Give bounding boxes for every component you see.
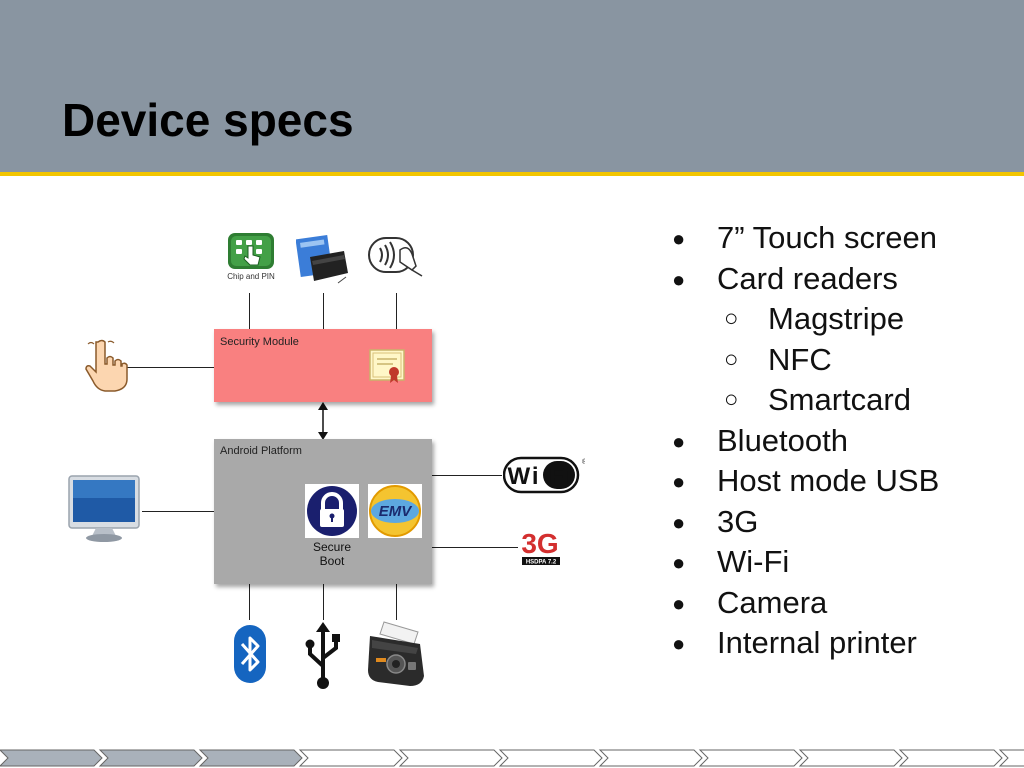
bullet-text: Bluetooth	[717, 423, 848, 458]
filled-bullet-icon: ●	[672, 462, 685, 503]
bullet-item: ○ Smartcard	[670, 380, 1010, 421]
bullet-text: Internal printer	[717, 625, 917, 660]
chip-and-pin-icon: Chip and PIN	[226, 232, 276, 282]
bidirectional-arrow-icon	[316, 402, 330, 440]
monitor-icon	[68, 474, 140, 544]
filled-bullet-icon: ●	[672, 624, 685, 665]
filled-bullet-icon: ●	[672, 543, 685, 584]
wire-touch	[126, 367, 214, 368]
usb-icon	[304, 622, 344, 690]
bullet-item: ● Bluetooth	[670, 421, 1010, 462]
bullet-item: ● Card readers	[670, 259, 1010, 300]
bullet-item: ● Wi-Fi	[670, 542, 1010, 583]
wire-nfc	[396, 293, 397, 329]
bullet-text: 3G	[717, 504, 758, 539]
bullet-text: Magstripe	[768, 301, 904, 336]
svg-text:EMV: EMV	[379, 503, 414, 520]
secure-boot-label: Secure Boot	[304, 540, 360, 568]
progress-chevron	[600, 750, 702, 766]
bullet-text: NFC	[768, 342, 832, 377]
progress-chevron	[200, 750, 302, 766]
svg-text:®: ®	[582, 458, 585, 466]
hollow-bullet-icon: ○	[724, 340, 739, 381]
progress-chevron	[900, 750, 1002, 766]
bullet-text: Card readers	[717, 261, 898, 296]
progress-chevron	[800, 750, 902, 766]
filled-bullet-icon: ●	[672, 503, 685, 544]
footer-progress-chevrons	[0, 748, 1024, 768]
progress-chevron	[0, 750, 102, 766]
bluetooth-icon	[233, 624, 267, 684]
bullet-text: Camera	[717, 585, 827, 620]
bullet-item: ● Camera	[670, 583, 1010, 624]
touch-hand-icon	[84, 338, 128, 394]
bullet-item: ● Host mode USB	[670, 461, 1010, 502]
wire-usb	[323, 584, 324, 620]
wire-3g	[432, 547, 518, 548]
hollow-bullet-icon: ○	[724, 380, 739, 421]
bullet-item: ● 7” Touch screen	[670, 218, 1010, 259]
3g-logo-icon: 3G HSDPA 7.2	[520, 527, 562, 567]
filled-bullet-icon: ●	[672, 260, 685, 301]
printer-icon	[364, 618, 428, 690]
filled-bullet-icon: ●	[672, 422, 685, 463]
wire-printer	[396, 584, 397, 620]
android-platform-label: Android Platform	[220, 445, 302, 457]
svg-text:HSDPA 7.2: HSDPA 7.2	[526, 560, 557, 566]
device-diagram: Security Module Android Platform Secure …	[0, 0, 620, 720]
progress-chevron	[400, 750, 502, 766]
filled-bullet-icon: ●	[672, 584, 685, 625]
bullet-item: ● Internal printer	[670, 623, 1010, 664]
hollow-bullet-icon: ○	[724, 299, 739, 340]
svg-text:3G: 3G	[521, 528, 558, 559]
padlock-icon	[305, 484, 359, 538]
security-module-label: Security Module	[220, 336, 299, 348]
bullet-text: Smartcard	[768, 382, 911, 417]
bullet-text: Host mode USB	[717, 463, 939, 498]
progress-chevron	[700, 750, 802, 766]
progress-chevron	[100, 750, 202, 766]
contactless-nfc-icon	[368, 234, 424, 278]
wire-monitor	[142, 511, 214, 512]
svg-text:Chip and PIN: Chip and PIN	[227, 272, 275, 281]
filled-bullet-icon: ●	[672, 219, 685, 260]
progress-chevron	[300, 750, 402, 766]
progress-chevron	[1000, 750, 1024, 766]
bullet-item: ○ Magstripe	[670, 299, 1010, 340]
wire-bluetooth	[249, 584, 250, 620]
wire-magstripe	[323, 293, 324, 329]
bullet-text: 7” Touch screen	[717, 220, 937, 255]
wifi-inner-white	[545, 463, 575, 489]
magstripe-card-icon	[296, 233, 352, 287]
bullet-item: ● 3G	[670, 502, 1010, 543]
bullet-item: ○ NFC	[670, 340, 1010, 381]
certificate-icon	[369, 348, 405, 384]
emv-logo-icon: EMV	[368, 484, 422, 538]
wire-wifi	[432, 475, 502, 476]
progress-chevron	[500, 750, 602, 766]
bullet-text: Wi-Fi	[717, 544, 789, 579]
wire-chip-pin	[249, 293, 250, 329]
spec-bullet-list: ●7” Touch screen●Card readers○Magstripe○…	[670, 218, 1010, 664]
